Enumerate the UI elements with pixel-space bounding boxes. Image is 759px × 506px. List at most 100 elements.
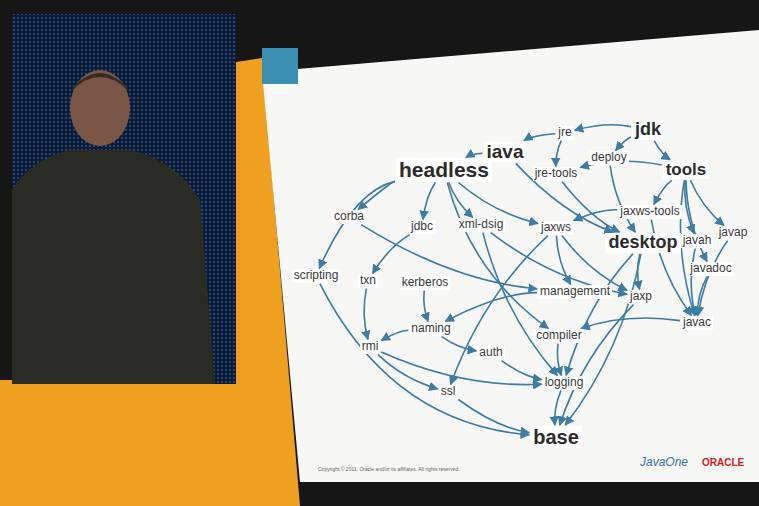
dependency-arrow (319, 181, 395, 268)
module-label: jdbc (411, 220, 433, 233)
module-label: logging (545, 376, 584, 389)
slide-screen (262, 30, 759, 482)
dependency-arrow (555, 391, 561, 425)
module-name: deploy (589, 151, 628, 164)
module-group-name: base (530, 426, 582, 448)
module-name: kerberos (400, 276, 451, 289)
copyright-note: Copyright © 2011, Oracle and/or its affi… (318, 466, 460, 472)
dependency-arrow (690, 180, 724, 225)
dependency-arrow (381, 352, 541, 385)
dependency-arrow (447, 183, 548, 329)
dependency-arrow (680, 180, 694, 315)
dependency-arrow (556, 141, 561, 167)
company-logo-text: ORACLE (702, 457, 744, 468)
module-name: jdbc (409, 220, 435, 233)
module-group-name: headless (396, 158, 492, 181)
module-label: tools (666, 161, 707, 180)
dependency-arrow (557, 344, 561, 376)
dependency-arrow (458, 400, 529, 433)
dependency-arrow (574, 210, 618, 221)
event-logo-text: JavaOne (640, 455, 688, 469)
module-name: jaxp (628, 290, 654, 303)
module-label: corba (334, 210, 364, 223)
dependency-arrow (560, 305, 634, 425)
video-panel (12, 14, 236, 384)
module-label: desktop (608, 233, 677, 253)
module-name: logging (543, 376, 586, 389)
dependency-arrow (698, 241, 728, 316)
module-label: compiler (536, 329, 581, 342)
dependency-arrow (364, 289, 368, 340)
module-label: jre-tools (535, 167, 578, 180)
dependency-arrow (610, 166, 635, 233)
speaker-body (12, 150, 215, 384)
dependency-arrow (378, 355, 438, 389)
module-group-name: desktop (605, 233, 680, 253)
dependency-arrow (361, 225, 537, 289)
module-label: management (540, 285, 610, 298)
dependency-arrow (373, 235, 410, 274)
dependency-arrow (654, 141, 670, 160)
module-name: txn (358, 274, 378, 287)
dependency-arrow (697, 277, 707, 316)
module-label: jdk (635, 120, 661, 140)
dependency-arrow (691, 249, 695, 316)
module-label: auth (479, 346, 502, 359)
module-label: xml-dsig (459, 218, 504, 231)
module-name: compiler (534, 329, 583, 342)
dependency-arrow (381, 330, 408, 340)
module-name: javac (681, 316, 713, 329)
dependency-arrow (459, 183, 539, 224)
module-name: jre-tools (533, 167, 580, 180)
dependency-arrow (556, 236, 570, 285)
dependency-arrow (575, 125, 631, 131)
module-label: rmi (362, 340, 379, 353)
module-label: kerberos (402, 276, 449, 289)
module-name: auth (477, 346, 504, 359)
dependency-arrow (502, 361, 542, 380)
module-label: javac (683, 316, 711, 329)
dependency-arrow (616, 137, 631, 151)
dependency-arrow (466, 153, 483, 157)
speaker-hair (70, 73, 130, 92)
module-label: java (487, 142, 524, 163)
module-label: jaxws (541, 221, 571, 234)
module-label: ssl (441, 385, 456, 398)
dependency-arrow (423, 183, 435, 220)
module-label: jaxp (630, 290, 652, 303)
module-name: scripting (292, 269, 341, 282)
module-label: javap (719, 226, 748, 239)
dependency-arrow (424, 291, 428, 322)
module-label: jre (558, 126, 571, 139)
module-label: deploy (591, 151, 626, 164)
module-name: ssl (439, 385, 458, 398)
dependency-arrow (581, 318, 680, 328)
speaker-head (70, 70, 130, 146)
dependency-arrow (442, 337, 477, 351)
slide-accent-square (262, 48, 298, 84)
module-name: rmi (360, 340, 381, 353)
module-group-name: tools (663, 161, 710, 180)
module-label: javah (683, 234, 712, 247)
module-label: base (533, 426, 579, 448)
module-label: headless (399, 158, 489, 181)
module-label: jaxws-tools (620, 205, 679, 218)
module-name: jaxws-tools (618, 205, 681, 218)
module-group-name: jdk (632, 120, 664, 140)
module-name: corba (332, 210, 366, 223)
module-name: management (538, 285, 612, 298)
module-label: txn (360, 274, 376, 287)
dependency-arrow (654, 180, 672, 204)
module-label: naming (411, 322, 450, 335)
module-name: jaxws (539, 221, 573, 234)
module-name: jre (556, 126, 573, 139)
dependency-arrow (686, 180, 707, 261)
module-name: javap (717, 226, 750, 239)
module-name: javah (681, 234, 714, 247)
dependency-arrow (524, 134, 555, 141)
